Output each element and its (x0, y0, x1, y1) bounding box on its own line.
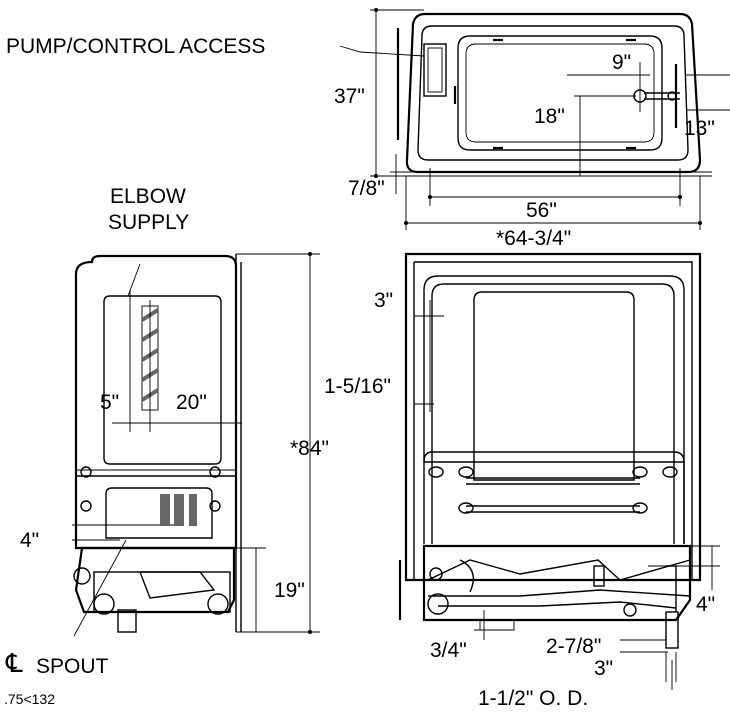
dim-2-7-8-label: 2-7/8" (546, 635, 602, 658)
dim-13-label: 13" (684, 117, 715, 140)
top-view (339, 8, 730, 230)
drain-od-label: 1-1/2" O. D. (478, 687, 589, 710)
centerline-symbol: ℄ (6, 648, 23, 678)
dim-1-5-16-label: 1-5/16" (324, 375, 391, 398)
dim-4-right-label: 4" (696, 593, 716, 616)
dim-37-label: 37" (334, 85, 365, 108)
dim-3-bottom-label: 3" (594, 657, 614, 680)
dim-84-label: *84" (290, 437, 329, 460)
dim-5-label: 5" (100, 391, 120, 414)
dim-4-left-label: 4" (20, 529, 40, 552)
front-view (398, 252, 720, 690)
dim-56-label: 56" (526, 199, 557, 222)
dim-20-label: 20" (176, 391, 207, 414)
dim-3-top-label: 3" (374, 289, 394, 312)
pump-control-access-label: PUMP/CONTROL ACCESS (6, 35, 266, 58)
dim-18-label: 18" (534, 105, 565, 128)
side-view (72, 252, 320, 637)
dim-9-label: 9" (612, 51, 632, 74)
dim-3-4-label: 3/4" (430, 639, 467, 662)
dim-7-8-label: 7/8" (348, 177, 385, 200)
spout-label: SPOUT (36, 655, 109, 678)
figure-code: .75<132 (4, 691, 55, 707)
elbow-label: ELBOW (110, 185, 186, 208)
dim-19-label: 19" (274, 579, 305, 602)
supply-label: SUPPLY (108, 211, 190, 234)
dim-64-3-4-label: *64-3/4" (496, 227, 572, 250)
